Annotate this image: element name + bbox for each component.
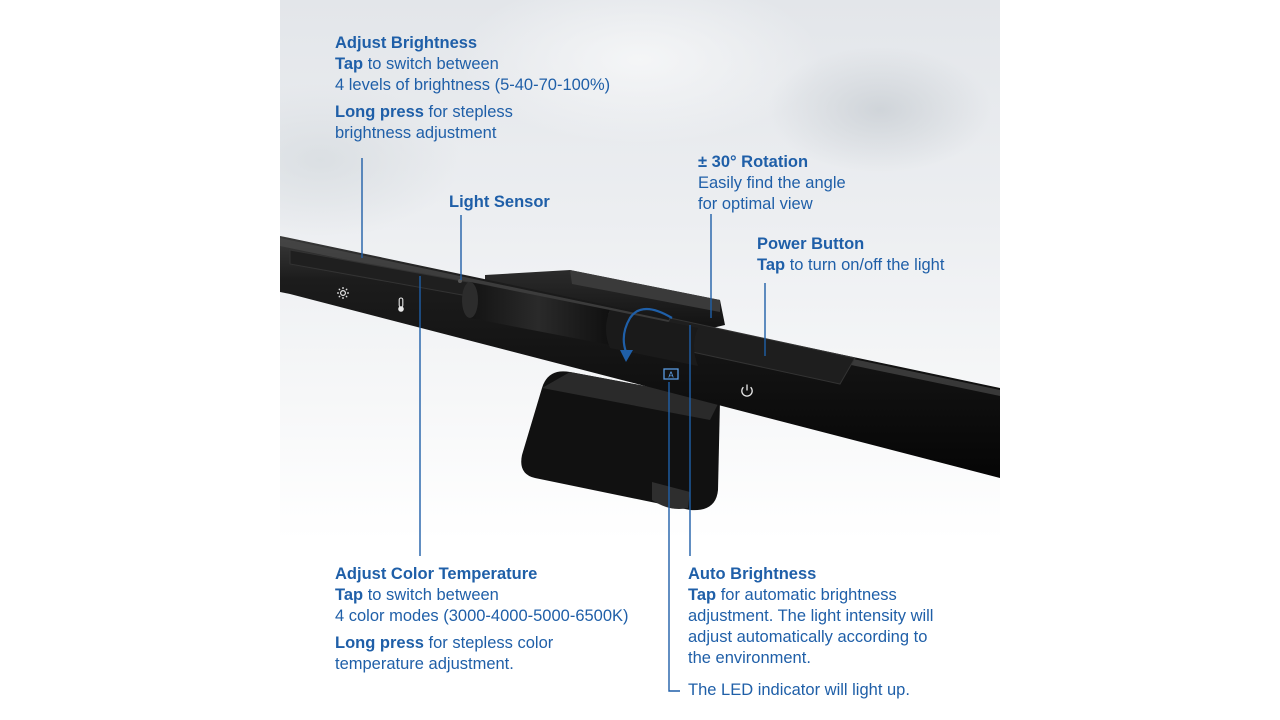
color-temperature-modes: 4 color modes (3000-4000-5000-6500K) <box>335 607 629 625</box>
leader-lines <box>361 158 766 692</box>
auto-brightness-tap-line: Tap for automatic brightness <box>688 585 933 606</box>
adjust-brightness-tap-line: Tap to switch between <box>335 54 610 75</box>
power-button-tap-line: Tap to turn on/off the light <box>757 255 944 276</box>
rotation-line2: for optimal view <box>698 195 813 213</box>
color-temperature-long-line: Long press for stepless color <box>335 633 629 654</box>
annotation-led-indicator: The LED indicator will light up. <box>688 680 910 701</box>
annotation-light-sensor: Light Sensor <box>449 192 550 213</box>
color-temperature-title: Adjust Color Temperature <box>335 565 538 583</box>
long-press-rest: for stepless <box>423 103 513 121</box>
adjust-brightness-levels: 4 levels of brightness (5-40-70-100%) <box>335 76 611 94</box>
tap-word: Tap <box>688 586 717 604</box>
svg-text:A: A <box>668 371 674 380</box>
adjust-brightness-long-line: Long press for stepless <box>335 102 610 123</box>
clamp-foot <box>521 371 720 511</box>
rotation-arrow-icon <box>620 307 673 362</box>
sun-icon <box>337 287 349 299</box>
monitor-light-bar-illustration: A <box>280 236 1000 511</box>
annotation-rotation: ± 30° Rotation Easily find the angle for… <box>698 152 846 215</box>
tap-rest: to switch between <box>363 586 499 604</box>
led-indicator-text: The LED indicator will light up. <box>688 681 910 699</box>
tap-rest: to turn on/off the light <box>785 256 945 274</box>
leader-led-indicator <box>668 382 680 692</box>
rotating-sleeve <box>462 282 698 366</box>
rotation-title: ± 30° Rotation <box>698 153 809 171</box>
tap-word: Tap <box>757 256 786 274</box>
adjust-brightness-long-line2: brightness adjustment <box>335 124 497 142</box>
annotation-power-button: Power Button Tap to turn on/off the ligh… <box>757 234 944 276</box>
power-icon <box>741 384 753 397</box>
light-sensor-title: Light Sensor <box>449 193 550 211</box>
color-temperature-tap-line: Tap to switch between <box>335 585 629 606</box>
color-temperature-long-line2: temperature adjustment. <box>335 655 514 673</box>
annotation-color-temperature: Adjust Color Temperature Tap to switch b… <box>335 564 629 675</box>
power-button-title: Power Button <box>757 235 865 253</box>
tap-rest: for automatic brightness <box>716 586 897 604</box>
adjust-brightness-title: Adjust Brightness <box>335 34 478 52</box>
tap-word: Tap <box>335 55 364 73</box>
tap-word: Tap <box>335 586 364 604</box>
long-press-word: Long press <box>335 634 424 652</box>
rotation-line1: Easily find the angle <box>698 174 846 192</box>
annotation-adjust-brightness: Adjust Brightness Tap to switch between … <box>335 33 610 144</box>
auto-brightness-line3: adjust automatically according to <box>688 628 928 646</box>
auto-brightness-icon: A <box>663 368 679 380</box>
long-press-rest: for stepless color <box>423 634 554 652</box>
long-press-word: Long press <box>335 103 424 121</box>
product-image-panel: A <box>280 0 1000 720</box>
auto-brightness-line2: adjustment. The light intensity will <box>688 607 934 625</box>
auto-brightness-title: Auto Brightness <box>688 565 817 583</box>
auto-brightness-line4: the environment. <box>688 649 811 667</box>
tap-rest: to switch between <box>363 55 499 73</box>
thermometer-icon <box>398 297 404 312</box>
annotation-auto-brightness: Auto Brightness Tap for automatic bright… <box>688 564 933 669</box>
